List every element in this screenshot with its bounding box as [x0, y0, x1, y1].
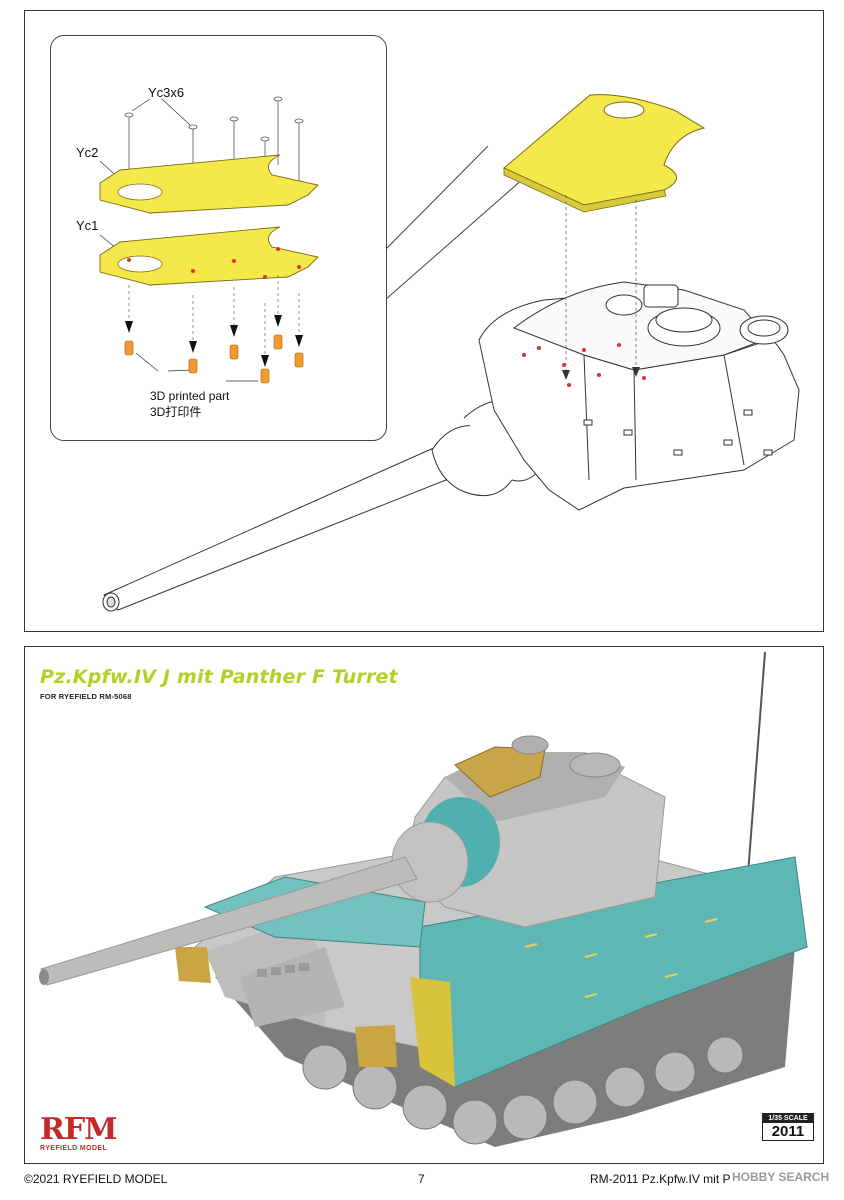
ryefield-logo: RFM RYEFIELD MODEL [40, 1112, 117, 1153]
hobby-search-watermark: HOBBY SEARCH [732, 1170, 830, 1184]
callout-exploded-drawing [99, 96, 319, 384]
turret-line-drawing [102, 94, 800, 612]
product-name: RM-2011 Pz.Kpfw.IV mit Panther F Turret [590, 1172, 730, 1186]
page-number: 7 [418, 1172, 425, 1186]
model-photo-panel [24, 646, 824, 1164]
plate-lower-label: Yc1 [76, 218, 99, 233]
photo-title: Pz.Kpfw.IV J mit Panther F Turret [40, 666, 398, 688]
kit-number: 2011 [771, 1123, 805, 1140]
tank-model-photo [39, 651, 808, 1147]
scale-label: 1/35 SCALE [763, 1114, 813, 1123]
logo-mark: RFM [40, 1112, 117, 1147]
logo-text: RYEFIELD MODEL [40, 1145, 108, 1152]
print-caption-cn: 3D打印件 [150, 405, 202, 419]
scale-badge: 1/35 SCALE 2011 [762, 1113, 814, 1141]
copyright-text: ©2021 RYEFIELD MODEL [24, 1172, 168, 1186]
photo-subtitle: FOR RYEFIELD RM-5068 [40, 692, 132, 701]
plate-upper-label: Yc2 [76, 145, 99, 160]
screw-label: Yc3x6 [148, 85, 185, 100]
print-caption-en: 3D printed part [150, 389, 230, 403]
